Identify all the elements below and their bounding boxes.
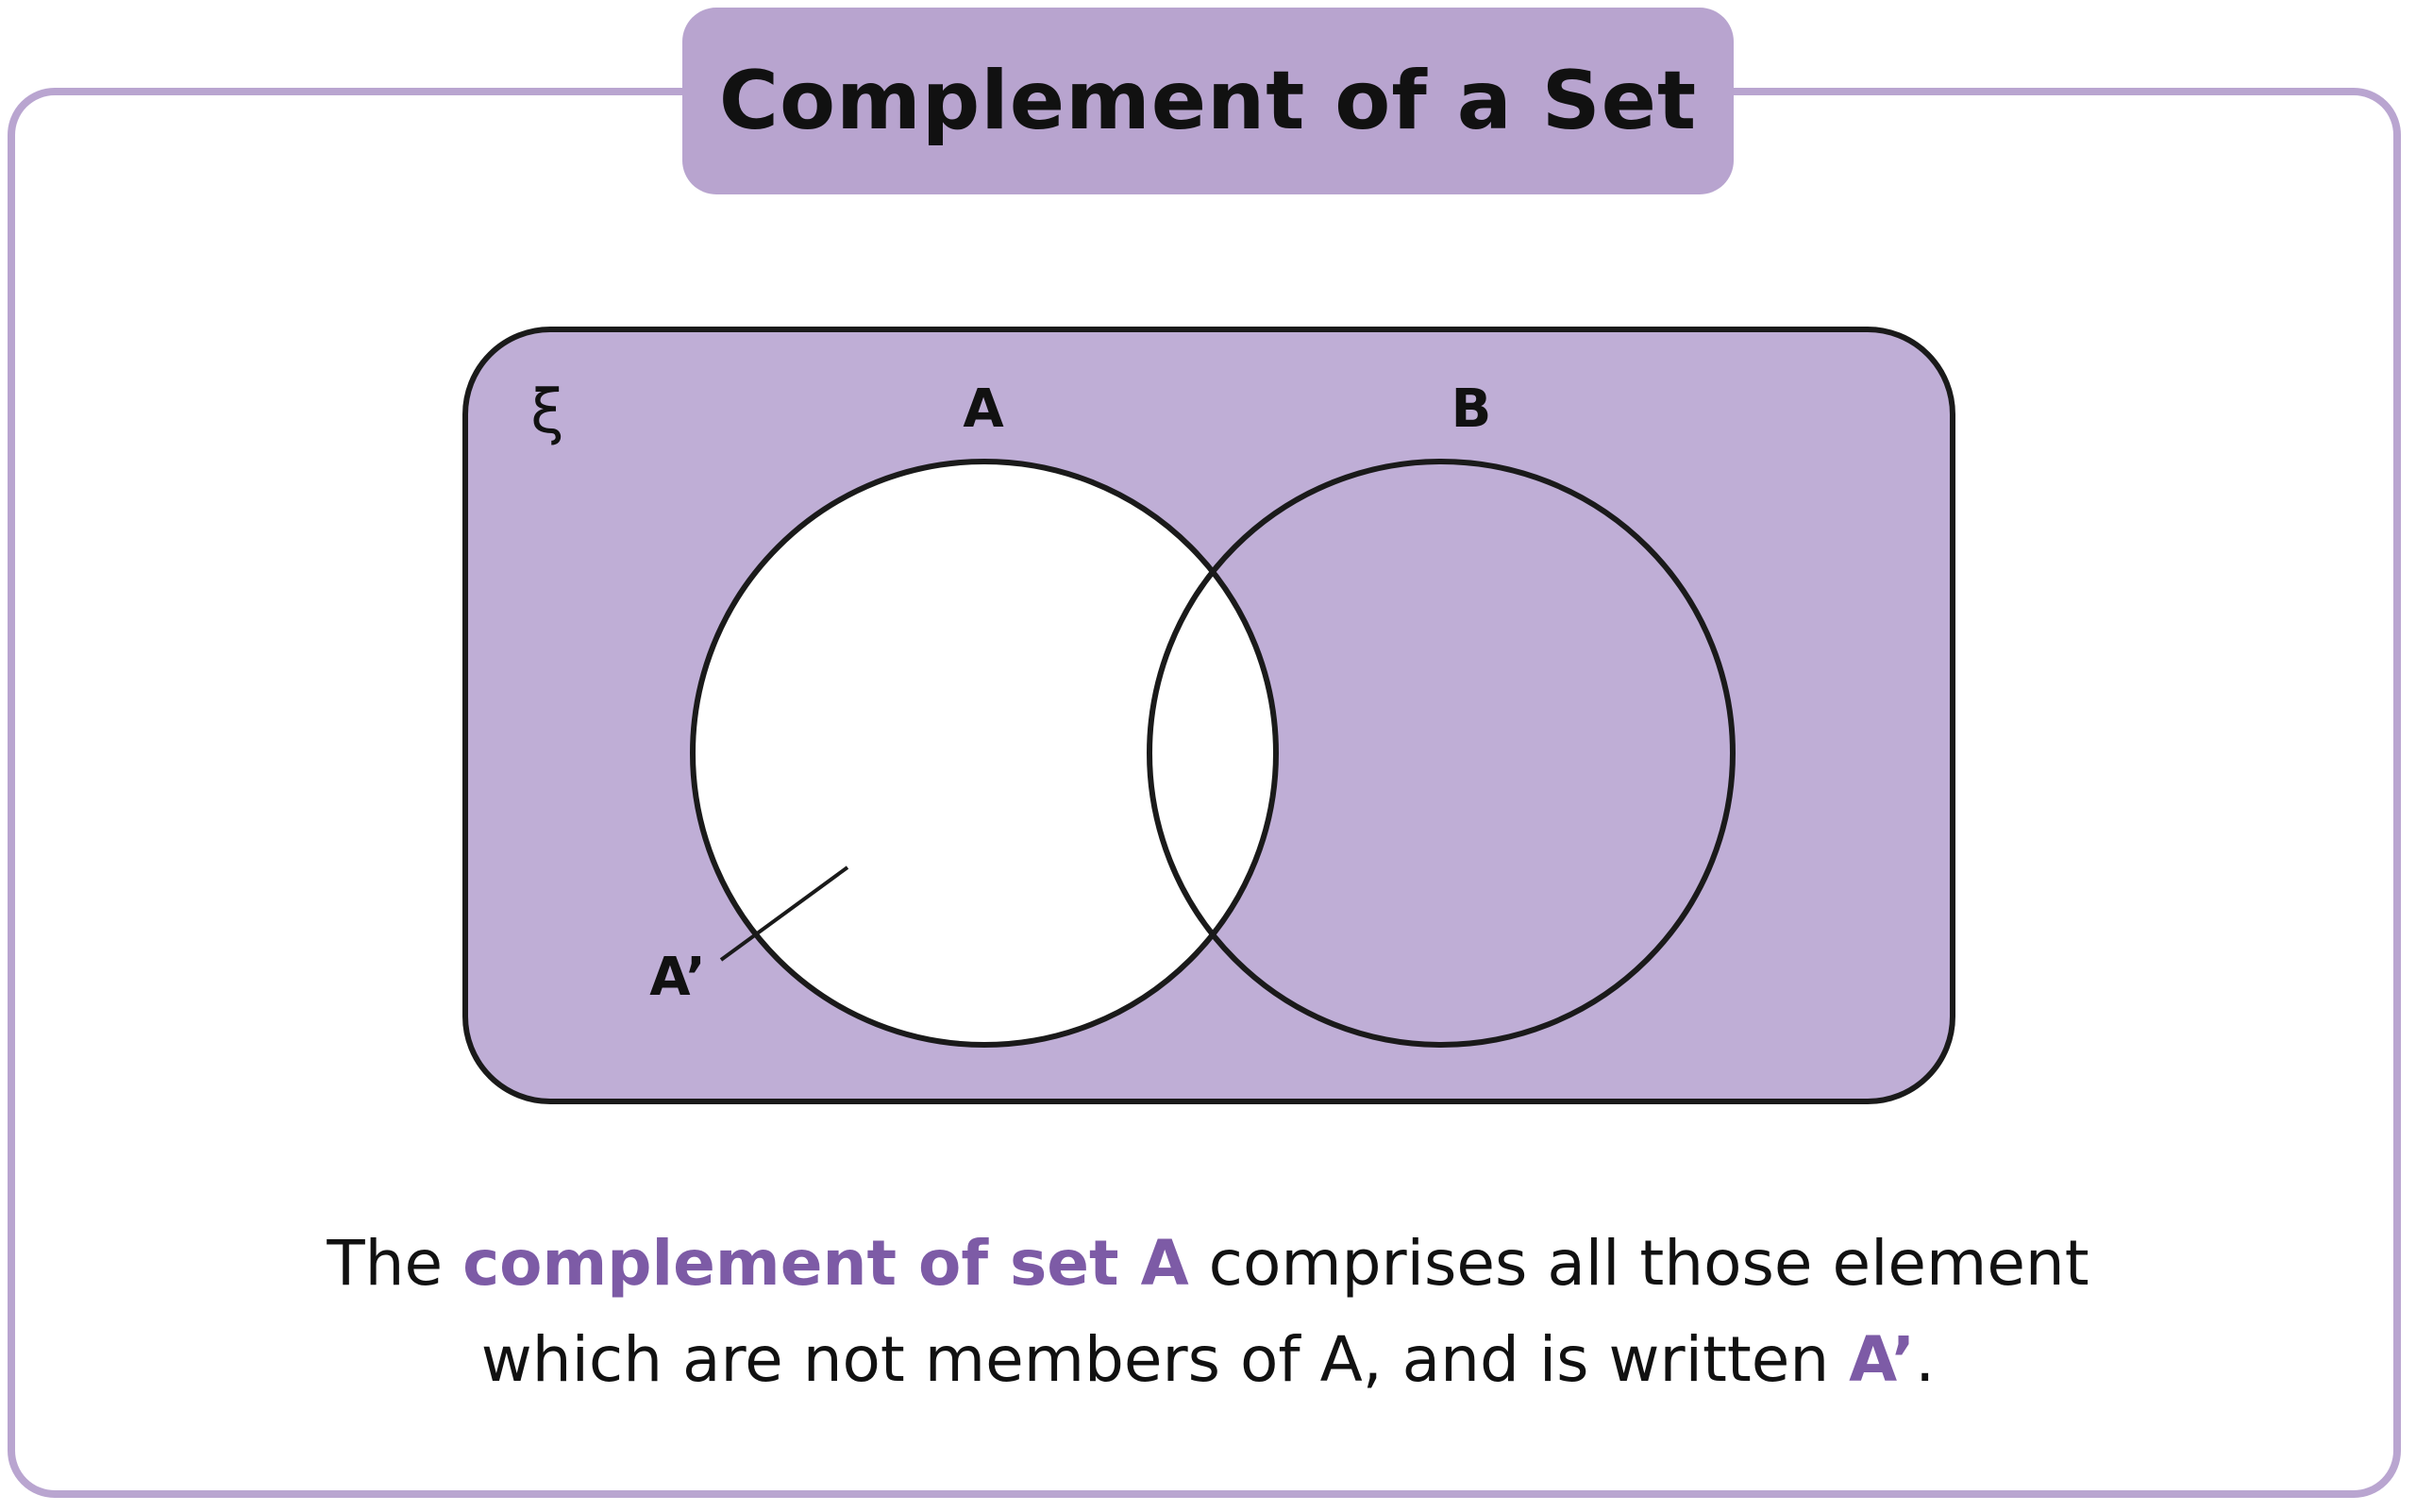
complement-label: A’ <box>649 947 705 1008</box>
caption-line-1: The complement of set A comprises all th… <box>0 1216 2416 1312</box>
complement-pointer <box>719 865 849 962</box>
caption-text: . <box>1915 1323 1936 1396</box>
caption-line-2: which are not members of A, and is writt… <box>0 1312 2416 1408</box>
set-a-label: A <box>963 378 1004 440</box>
universal-label: ξ <box>530 378 564 447</box>
set-a-region <box>693 462 1276 1045</box>
caption-text: comprises all those element <box>1188 1227 2089 1300</box>
set-b-label: B <box>1451 378 1492 440</box>
caption-highlight: A’ <box>1849 1323 1916 1396</box>
caption-text: which are not members of A, and is writt… <box>480 1323 1850 1396</box>
caption-text: The <box>327 1227 463 1300</box>
set-b-circle <box>1147 459 1736 1048</box>
page-title: Complement of a Set <box>682 8 1734 194</box>
set-a-circle <box>690 459 1279 1048</box>
caption-highlight: complement of set A <box>462 1227 1189 1300</box>
